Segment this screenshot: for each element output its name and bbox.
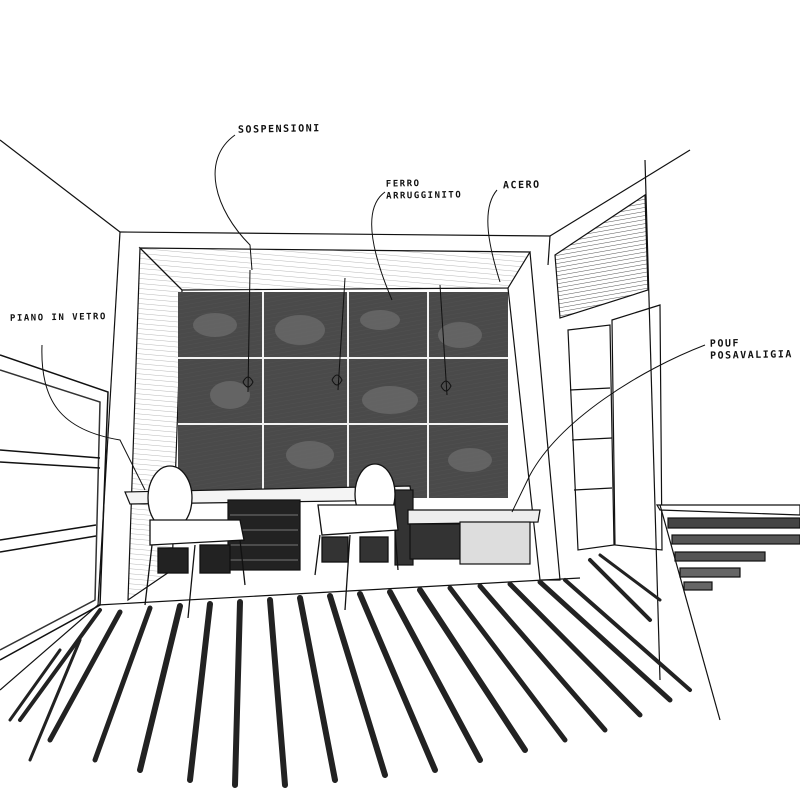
annotation-acero: ACERO xyxy=(503,180,541,193)
pouf-bench xyxy=(407,509,541,565)
annotation-line: POSAVALIGIA xyxy=(710,349,793,362)
ghost-chair-left xyxy=(144,465,246,619)
annotation-line: SOSPENSIONI xyxy=(237,123,321,136)
wood-floor xyxy=(8,553,692,788)
ghost-chair-right xyxy=(314,463,399,611)
annotation-ferro-arrugginito: FERRO ARRUGGINITO xyxy=(386,177,463,202)
annotation-line: PIANO IN VETRO xyxy=(9,312,107,324)
right-wall xyxy=(549,149,691,681)
left-wall xyxy=(0,139,121,691)
annotation-piano-in-vetro: PIANO IN VETRO xyxy=(10,311,107,325)
rusted-iron-panel-wall xyxy=(178,292,508,498)
right-shelving xyxy=(655,504,800,721)
back-frame xyxy=(97,231,581,606)
annotation-pouf-posavaligia: POUF POSAVALIGIA xyxy=(710,337,793,362)
annotation-leaders xyxy=(41,134,706,513)
annotation-line: ARRUGGINITO xyxy=(386,190,463,202)
annotation-line: ACERO xyxy=(502,179,541,192)
glass-desk xyxy=(124,485,414,571)
pendant-lights xyxy=(242,269,452,396)
annotation-sospensioni: SOSPENSIONI xyxy=(238,123,321,136)
left-window xyxy=(0,354,109,661)
